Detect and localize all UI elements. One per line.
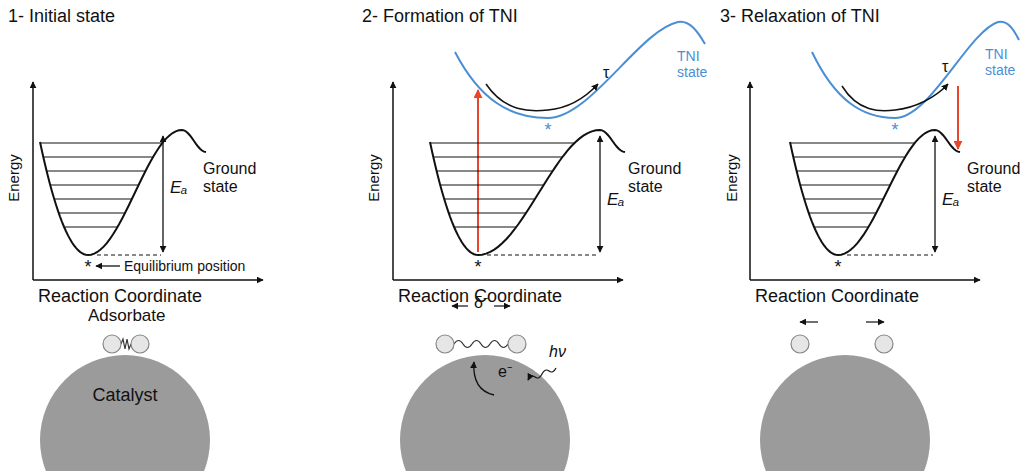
catalyst-particle: Catalyst <box>40 355 210 471</box>
adsorbate-atom <box>508 335 526 353</box>
equilibrium-line <box>487 255 598 256</box>
vibrational-level <box>444 199 535 200</box>
axis-label: Energy <box>5 154 22 202</box>
state-label: TNI state <box>677 48 707 80</box>
vibrational-level <box>433 157 562 158</box>
vibrational-level <box>430 143 574 144</box>
vibrational-level <box>50 185 138 186</box>
state-label: Ground state <box>628 160 681 197</box>
vibrational-level <box>790 143 915 144</box>
coordinate-axis <box>393 279 623 281</box>
vibrational-level <box>64 227 117 228</box>
axis-label: Reaction Coordinate <box>755 286 919 307</box>
separation-arrow <box>800 321 818 322</box>
equilibrium-marker: * <box>891 120 898 141</box>
panel-title: 2- Formation of TNI <box>362 6 518 27</box>
vibrational-level <box>814 227 868 228</box>
vibrational-level <box>440 185 543 186</box>
adsorbate-atom <box>875 335 893 353</box>
equilibrium-marker: * <box>474 257 481 278</box>
adsorbate-atom <box>791 335 809 353</box>
vibrational-level <box>809 213 876 214</box>
state-label: Ground state <box>967 160 1020 197</box>
catalyst-particle <box>400 355 570 471</box>
adsorbate-atom <box>131 335 149 353</box>
vibrational-level <box>59 213 125 214</box>
activation-arrow <box>599 136 600 252</box>
ground-state-curve <box>430 130 625 255</box>
lifetime-symbol: τ <box>603 64 609 82</box>
photon-symbol: hν <box>549 343 566 361</box>
axis-label: Energy <box>365 154 382 202</box>
vibrational-level <box>797 171 898 172</box>
vibrational-level <box>804 199 883 200</box>
coordinate-axis <box>750 279 980 281</box>
ground-state-curve <box>40 130 206 255</box>
charge-symbol: δ⁻ <box>474 294 488 312</box>
activation-arrow <box>162 136 163 252</box>
vibrational-level <box>800 185 890 186</box>
state-label: TNI state <box>985 46 1015 78</box>
energy-axis <box>749 82 751 280</box>
adsorbate-atom <box>436 335 454 353</box>
panel-title: 1- Initial state <box>8 6 115 27</box>
separation-arrow <box>866 321 884 322</box>
lifetime-symbol: τ <box>942 58 948 76</box>
bond-spring <box>121 339 131 349</box>
electron-symbol: e⁻ <box>498 363 512 381</box>
node-label: Catalyst <box>40 385 210 406</box>
vibrational-level <box>454 227 516 228</box>
relaxation-arrow <box>957 86 959 149</box>
equilibrium-marker: * <box>834 257 841 278</box>
energy-symbol: Eₐ <box>607 190 624 210</box>
energy-axis <box>32 82 34 280</box>
vibrational-level <box>793 157 905 158</box>
vibrational-level <box>437 171 553 172</box>
vibrational-level <box>47 171 146 172</box>
particle-fill <box>40 355 210 471</box>
ground-state-curve <box>790 130 960 255</box>
vibrational-level <box>43 157 153 158</box>
tni-curve <box>455 22 705 118</box>
panel-title: 3- Relaxation of TNI <box>720 6 880 27</box>
vibrational-level <box>449 213 526 214</box>
equilibrium-marker: * <box>84 257 91 278</box>
energy-symbol: Eₐ <box>942 190 959 210</box>
axis-label: Energy <box>723 154 740 202</box>
photon-arrow <box>528 368 556 380</box>
lifetime-arrow <box>842 84 948 111</box>
equilibrium-line <box>97 255 161 256</box>
energy-axis <box>392 82 394 280</box>
state-label: Ground state <box>203 160 256 197</box>
equilibrium-marker: * <box>544 120 551 141</box>
bond-wave <box>454 341 508 348</box>
pointer-arrow <box>96 265 120 266</box>
adsorbate-atom <box>103 335 121 353</box>
equilibrium-line <box>847 255 933 256</box>
catalyst-particle <box>760 355 930 471</box>
vibrational-level <box>40 143 162 144</box>
callout-text: Equilibrium position <box>124 258 245 274</box>
particle-outline <box>40 355 210 471</box>
vibrational-level <box>54 199 132 200</box>
energy-symbol: Eₐ <box>170 178 187 198</box>
electron-arrow <box>474 362 494 395</box>
activation-arrow <box>934 136 935 252</box>
coordinate-axis <box>33 279 263 281</box>
axis-label: Reaction Coordinate <box>38 286 202 307</box>
tni-curve <box>812 22 1019 118</box>
part-label: Adsorbate <box>88 306 166 326</box>
lifetime-arrow <box>486 84 598 111</box>
